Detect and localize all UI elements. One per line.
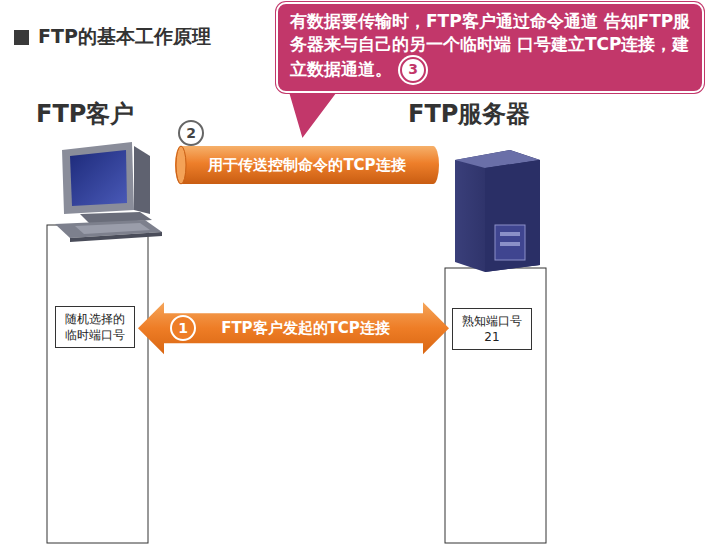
title-bullet	[14, 30, 29, 45]
server-lifeline	[445, 268, 546, 543]
connection-arrow	[138, 302, 449, 354]
node-text: 用于传送控制命令的TCP连接	[208, 156, 405, 175]
title: FTP的基本工作原理	[38, 24, 211, 50]
server-tower	[455, 150, 540, 272]
edge-label: FTP客户发起的TCP连接	[221, 319, 390, 338]
port-box: 随机选择的 临时端口号	[55, 306, 135, 348]
client-computer	[55, 142, 162, 242]
node-text: 熟知端口号 21	[462, 314, 522, 344]
pipe-end	[176, 146, 186, 184]
client-lifeline	[47, 225, 148, 543]
callout-pointer	[288, 92, 338, 140]
server-heading: FTP服务器	[408, 98, 530, 130]
pipe-body	[175, 146, 439, 184]
node-text: 随机选择的 临时端口号	[65, 312, 125, 342]
callout-number: 2	[178, 120, 204, 146]
callout-number: 3	[400, 57, 426, 83]
callout-number: 1	[170, 315, 196, 341]
node-text: 有数据要传输时，FTP客户通过命令通道 告知FTP服务器来与自己的另一个临时端 …	[290, 11, 690, 79]
port-box: 熟知端口号 21	[452, 308, 532, 350]
control-pipe: 用于传送控制命令的TCP连接	[175, 145, 439, 185]
client-heading: FTP客户	[36, 98, 134, 130]
note-callout: 有数据要传输时，FTP客户通过命令通道 告知FTP服务器来与自己的另一个临时端 …	[276, 2, 704, 93]
